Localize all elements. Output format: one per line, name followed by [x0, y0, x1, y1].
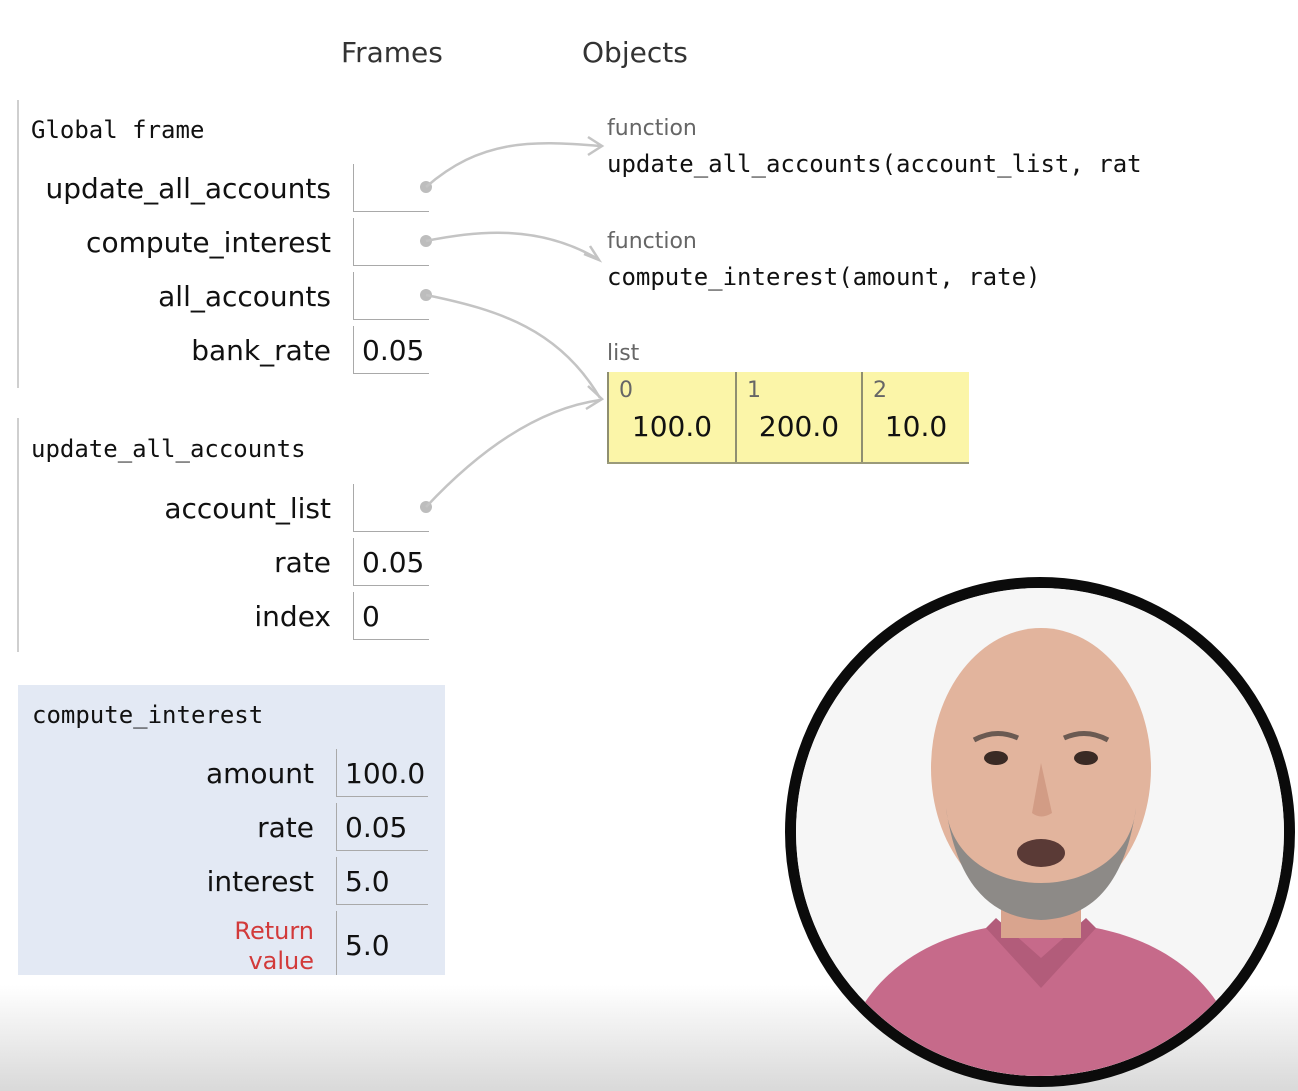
var-cell-index[interactable]: 0 — [353, 592, 429, 640]
var-value-amount: 100.0 — [345, 757, 426, 790]
var-cell-interest[interactable]: 5.0 — [336, 857, 428, 905]
arrow-all-accounts — [425, 293, 602, 399]
list-index-1: 1 — [747, 378, 761, 403]
objects-header: Objects — [582, 36, 688, 69]
return-label-line1: Return — [234, 917, 314, 945]
var-cell-bank-rate[interactable]: 0.05 — [353, 326, 429, 374]
global-frame-title: Global frame — [31, 116, 205, 144]
var-cell-all-accounts[interactable] — [353, 272, 429, 320]
list-index-0: 0 — [619, 378, 633, 403]
list-cell-1: 1 200.0 — [735, 372, 861, 462]
var-name-compute-interest: compute_interest — [86, 226, 331, 259]
object-type-list: list — [607, 341, 640, 366]
compute-frame-title: compute_interest — [32, 701, 264, 729]
list-index-2: 2 — [873, 378, 887, 403]
var-name-account-list: account_list — [164, 492, 331, 525]
arrow-account-list — [425, 398, 601, 508]
presenter-nose — [1032, 763, 1052, 817]
var-cell-amount[interactable]: 100.0 — [336, 749, 428, 797]
var-cell-return-value[interactable]: 5.0 — [336, 911, 428, 975]
var-value-compute-rate: 0.05 — [345, 811, 408, 844]
presenter-left-eye — [984, 751, 1008, 765]
frames-header: Frames — [341, 36, 443, 69]
list-object[interactable]: 0 100.0 1 200.0 2 10.0 — [607, 372, 969, 464]
return-value-label: Return value — [234, 916, 314, 976]
var-value-rate: 0.05 — [362, 546, 425, 579]
presenter-left-brow — [972, 731, 1020, 743]
presenter-mouth — [1017, 839, 1065, 867]
object-type-compute-function: function — [607, 229, 697, 254]
arrowhead-list — [585, 385, 605, 411]
var-value-return: 5.0 — [345, 929, 390, 962]
object-signature-update-function[interactable]: update_all_accounts(account_list, rat — [607, 150, 1142, 178]
update-frame-title: update_all_accounts — [31, 435, 306, 463]
presenter-video — [785, 577, 1295, 1087]
list-cell-2: 2 10.0 — [861, 372, 969, 462]
presenter-shirt — [836, 928, 1246, 1076]
list-value-1: 200.0 — [758, 410, 840, 443]
var-value-index: 0 — [362, 600, 380, 633]
arrow-compute-interest — [425, 231, 599, 261]
list-cell-0: 0 100.0 — [607, 372, 735, 462]
presenter-avatar — [796, 588, 1284, 1076]
presenter-beard — [946, 808, 1136, 920]
arrow-update-all-accounts — [425, 142, 601, 188]
var-name-interest: interest — [206, 865, 314, 898]
var-name-update-all-accounts: update_all_accounts — [45, 172, 331, 205]
arrowhead-update-all-accounts — [587, 135, 605, 157]
var-name-bank-rate: bank_rate — [191, 334, 331, 367]
presenter-right-eye — [1074, 751, 1098, 765]
list-value-0: 100.0 — [631, 410, 713, 443]
update-frame-border — [17, 418, 19, 652]
var-name-rate: rate — [274, 546, 331, 579]
object-type-update-function: function — [607, 116, 697, 141]
list-value-2: 10.0 — [884, 410, 948, 443]
arrowhead-compute-interest — [583, 245, 603, 263]
presenter-right-brow — [1062, 731, 1110, 743]
var-name-compute-rate: rate — [257, 811, 314, 844]
var-name-amount: amount — [205, 757, 314, 790]
var-cell-compute-interest[interactable] — [353, 218, 429, 266]
var-value-interest: 5.0 — [345, 865, 390, 898]
var-cell-account-list[interactable] — [353, 484, 429, 532]
var-value-bank-rate: 0.05 — [362, 334, 425, 367]
global-frame-border — [17, 100, 19, 388]
compute-frame — [18, 685, 445, 975]
return-label-line2: value — [248, 947, 314, 975]
var-cell-compute-rate[interactable]: 0.05 — [336, 803, 428, 851]
var-cell-rate[interactable]: 0.05 — [353, 538, 429, 586]
var-cell-update-all-accounts[interactable] — [353, 164, 429, 212]
var-name-all-accounts: all_accounts — [158, 280, 331, 313]
object-signature-compute-function[interactable]: compute_interest(amount, rate) — [607, 263, 1041, 291]
var-name-index: index — [254, 600, 331, 633]
